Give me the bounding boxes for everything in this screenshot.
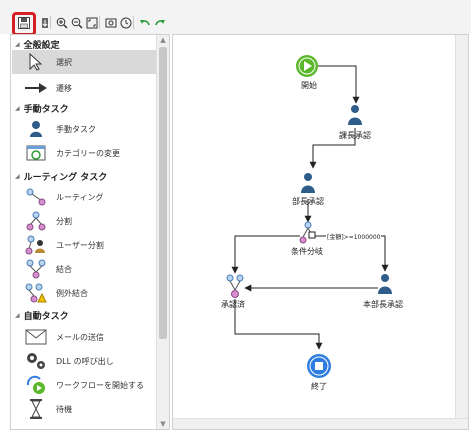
palette-item-exception-join[interactable]: 例外結合 (12, 281, 158, 305)
palette-scroll-thumb[interactable] (159, 47, 167, 339)
node-label-condition: 条件分岐 (291, 247, 323, 256)
undo-icon[interactable] (138, 16, 152, 30)
workflow-start-icon (22, 374, 50, 396)
palette-scrollbar[interactable]: ▲ ▼ (156, 35, 169, 429)
palette-item-manual-task[interactable]: 手動タスク (12, 117, 158, 141)
routing-icon (22, 186, 50, 208)
collapse-caret-icon: ◢ (15, 172, 20, 180)
group-header-routing[interactable]: ◢ルーティング タスク (15, 172, 108, 183)
workflow-canvas[interactable]: 開始 課長承認 部長承認 条件分岐 承認済 本部長承認 終了 [金額]>=100… (172, 34, 469, 430)
toolbar-separator (99, 16, 100, 29)
toolbar (0, 0, 471, 36)
save-icon[interactable] (17, 16, 31, 30)
conditional-branch-node (299, 221, 316, 244)
group-header-manual[interactable]: ◢手動タスク (15, 104, 69, 115)
department-head-approval-node (301, 173, 315, 193)
toolbar-separator (50, 16, 51, 29)
collapse-caret-icon: ◢ (15, 311, 20, 319)
pointer-arrow-icon (22, 51, 50, 73)
group-header-general[interactable]: ◢全般設定 (15, 40, 60, 51)
node-label-section-chief: 課長承認 (339, 131, 371, 140)
palette-item-user-split[interactable]: ユーザー分割 (12, 233, 158, 257)
save-as-icon[interactable] (38, 16, 52, 30)
exception-join-icon (22, 282, 50, 304)
fit-icon[interactable] (85, 16, 99, 30)
palette-item-transition[interactable]: 遷移 (12, 76, 158, 100)
user-split-icon (22, 234, 50, 256)
palette-item-wait[interactable]: 待機 (12, 397, 158, 421)
scroll-down-icon[interactable]: ▼ (160, 420, 166, 428)
approved-join-node (226, 274, 244, 298)
node-label-dept-head: 部長承認 (292, 197, 324, 206)
zoom-in-icon[interactable] (55, 16, 69, 30)
group-header-automatic[interactable]: ◢自動タスク (15, 311, 69, 322)
zoom-out-icon[interactable] (70, 16, 84, 30)
clock-icon[interactable] (119, 16, 133, 30)
palette-item-send-mail[interactable]: メールの送信 (12, 325, 158, 349)
section-chief-approval-node (348, 105, 362, 125)
redo-icon[interactable] (153, 16, 167, 30)
gears-icon (22, 350, 50, 372)
palette-item-start-workflow[interactable]: ワークフローを開始する (12, 373, 158, 397)
canvas-horizontal-scrollbar[interactable] (173, 418, 468, 429)
arrow-right-icon (22, 77, 50, 99)
palette-item-split[interactable]: 分割 (12, 209, 158, 233)
collapse-caret-icon: ◢ (15, 40, 20, 48)
mail-icon (22, 326, 50, 348)
palette-item-category-change[interactable]: カテゴリーの変更 (12, 141, 158, 165)
condition-rule-label: [金額]>=1000000 (326, 232, 382, 241)
node-label-hq-head: 本部長承認 (363, 300, 403, 309)
hq-head-approval-node (378, 274, 392, 294)
category-change-icon (22, 142, 50, 164)
node-label-approved: 承認済 (221, 300, 245, 309)
hourglass-icon (22, 398, 50, 420)
tool-palette: ◢全般設定 選択 遷移 ◢手動タスク 手動タスク カテゴリーの変更 ◢ルーティン… (10, 34, 170, 430)
canvas-vertical-scrollbar[interactable] (455, 35, 468, 429)
node-label-start: 開始 (301, 81, 317, 90)
export-icon[interactable] (104, 16, 118, 30)
scroll-up-icon[interactable]: ▲ (160, 36, 166, 44)
palette-item-routing[interactable]: ルーティング (12, 185, 158, 209)
join-icon (22, 258, 50, 280)
toolbar-separator (133, 16, 134, 29)
collapse-caret-icon: ◢ (15, 104, 20, 112)
start-node (296, 55, 318, 77)
split-icon (22, 210, 50, 232)
end-node (307, 354, 331, 378)
palette-item-select[interactable]: 選択 (12, 50, 158, 74)
node-label-end: 終了 (311, 382, 327, 391)
person-icon (22, 118, 50, 140)
palette-item-call-dll[interactable]: DLL の呼び出し (12, 349, 158, 373)
workflow-diagram (226, 55, 392, 378)
palette-item-join[interactable]: 結合 (12, 257, 158, 281)
